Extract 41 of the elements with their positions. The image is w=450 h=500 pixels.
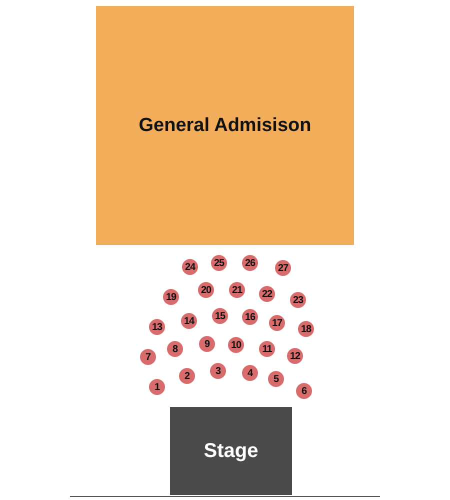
table-number: 24 [184, 262, 196, 272]
table-number: 14 [184, 316, 194, 326]
table-number: 2 [184, 370, 190, 382]
table-number: 18 [300, 324, 312, 334]
table-circle [296, 383, 312, 399]
stage-label: Stage [204, 440, 258, 462]
table-number: 22 [262, 288, 272, 300]
table-number: 7 [145, 352, 151, 362]
table-number: 8 [172, 344, 178, 354]
table-number: 17 [272, 318, 282, 328]
table-number: 27 [278, 262, 288, 274]
table-number: 20 [200, 284, 212, 296]
table-number: 25 [214, 258, 224, 268]
table-number: 26 [244, 258, 256, 268]
table-number: 6 [301, 386, 307, 396]
table-number: 5 [273, 374, 279, 384]
table-circle [268, 371, 284, 387]
stage-block [170, 407, 292, 495]
table-circle [199, 336, 215, 352]
table-number: 12 [290, 350, 300, 362]
seating-area [96, 6, 354, 245]
table-number: 19 [166, 292, 176, 302]
table-circle [259, 341, 275, 357]
table-number: 10 [230, 340, 242, 350]
table-number: 1 [154, 382, 160, 392]
table-number: 16 [244, 312, 256, 322]
table-number: 9 [204, 338, 210, 350]
table-number: 3 [215, 366, 221, 376]
area-label: General Admisison [138, 114, 312, 136]
table-number: 13 [152, 322, 162, 332]
table-circle [149, 379, 165, 395]
table-circle [167, 341, 183, 357]
table-number: 15 [214, 310, 226, 322]
table-number: 21 [232, 284, 242, 296]
table-number: 23 [292, 294, 304, 306]
table-circle [140, 349, 156, 365]
table-number: 4 [247, 368, 253, 378]
table-number: 11 [262, 344, 272, 354]
table-circle [179, 368, 195, 384]
table-circle [242, 365, 258, 381]
table-circle [210, 363, 226, 379]
